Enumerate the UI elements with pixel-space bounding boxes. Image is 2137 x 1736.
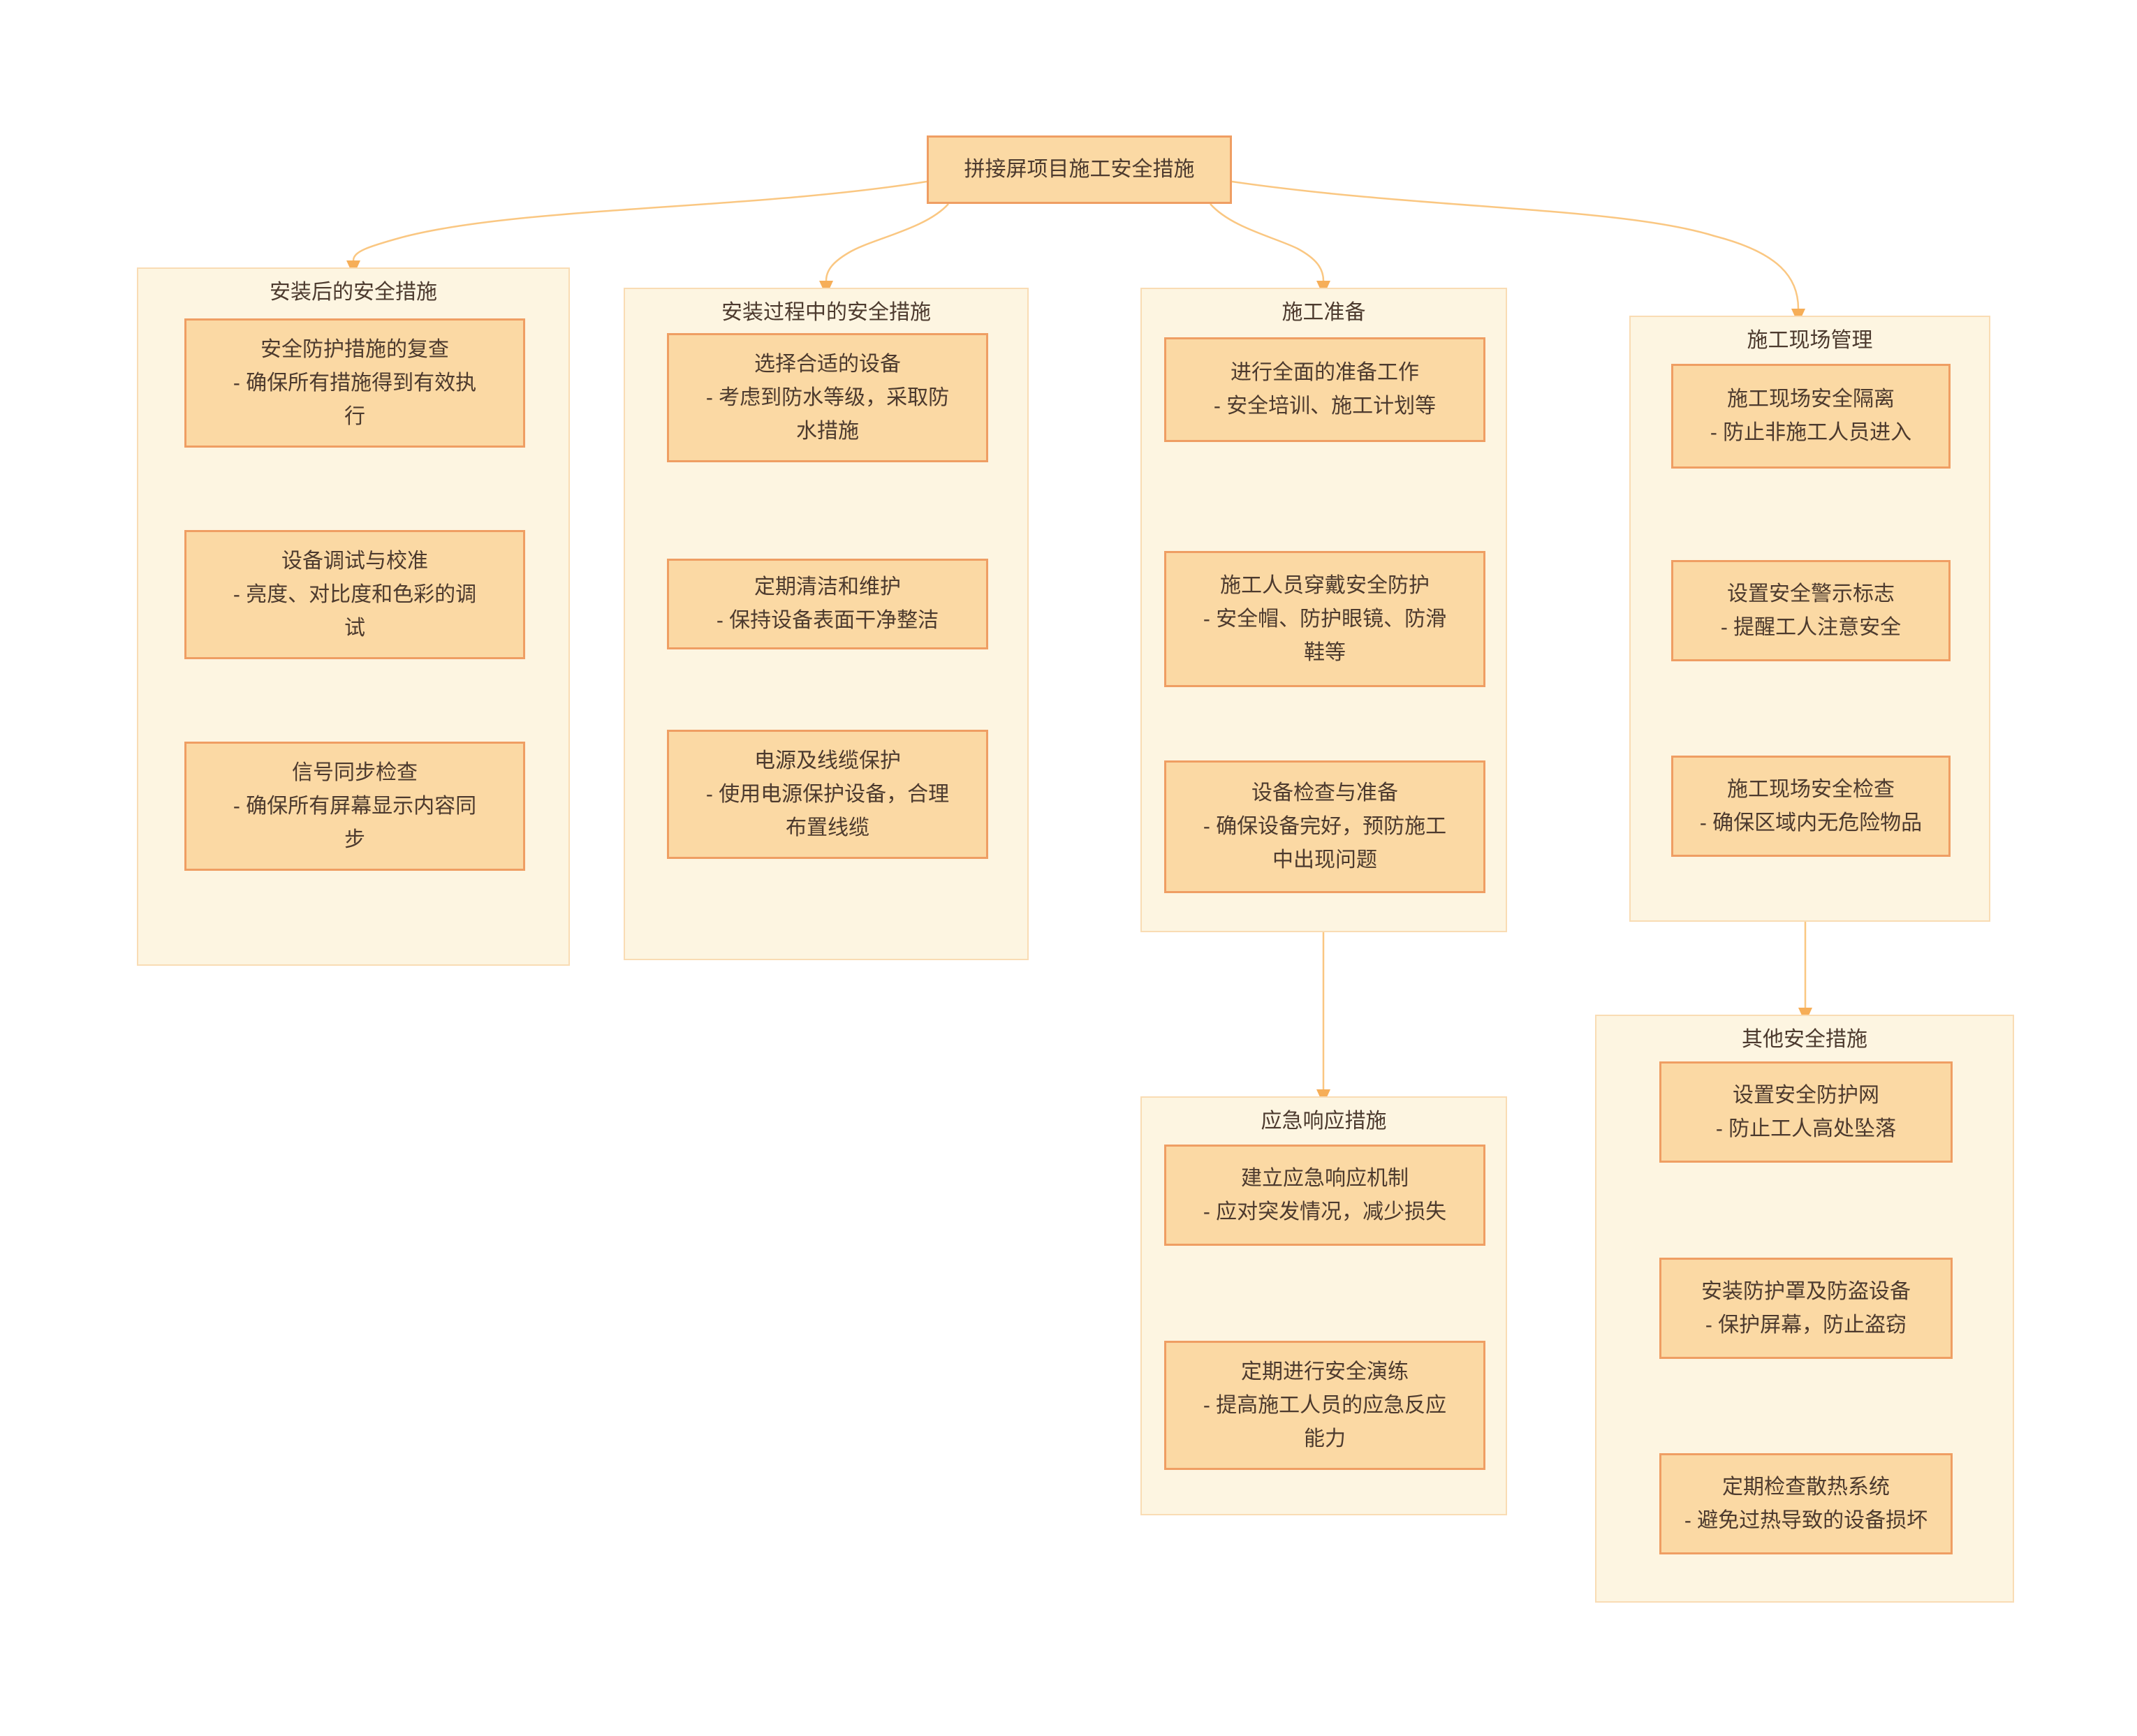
node-text: 施工现场安全检查 - 确保区域内无危险物品 bbox=[1699, 777, 1923, 834]
node-protective-gear[interactable]: 施工人员穿戴安全防护 - 安全帽、防护眼镜、防滑 鞋等 bbox=[1164, 551, 1485, 687]
node-text: 电源及线缆保护 - 使用电源保护设备，合理 布置线缆 bbox=[705, 749, 950, 839]
node-text: 定期检查散热系统 - 避免过热导致的设备损坏 bbox=[1684, 1475, 1928, 1532]
node-full-preparation[interactable]: 进行全面的准备工作 - 安全培训、施工计划等 bbox=[1164, 337, 1485, 442]
node-text: 进行全面的准备工作 - 安全培训、施工计划等 bbox=[1213, 361, 1437, 418]
group-construction-prep[interactable]: 施工准备 进行全面的准备工作 - 安全培训、施工计划等 施工人员穿戴安全防护 -… bbox=[1140, 288, 1507, 932]
node-text: 定期清洁和维护 - 保持设备表面干净整洁 bbox=[716, 575, 939, 632]
root-label: 拼接屏项目施工安全措施 bbox=[964, 158, 1195, 181]
edge-root-to-group2 bbox=[825, 203, 949, 281]
node-choose-equipment[interactable]: 选择合适的设备 - 考虑到防水等级，采取防 水措施 bbox=[667, 333, 988, 462]
node-text: 建立应急响应机制 - 应对突发情况，减少损失 bbox=[1203, 1166, 1447, 1223]
node-text: 安全防护措施的复查 - 确保所有措施得到有效执 行 bbox=[233, 337, 477, 428]
node-signal-sync-check[interactable]: 信号同步检查 - 确保所有屏幕显示内容同 步 bbox=[184, 742, 525, 871]
node-equipment-inspection[interactable]: 设备检查与准备 - 确保设备完好，预防施工 中出现问题 bbox=[1164, 760, 1485, 893]
node-emergency-mechanism[interactable]: 建立应急响应机制 - 应对突发情况，减少损失 bbox=[1164, 1145, 1485, 1246]
group-during-install[interactable]: 安装过程中的安全措施 选择合适的设备 - 考虑到防水等级，采取防 水措施 定期清… bbox=[624, 288, 1029, 960]
connector-lines bbox=[352, 180, 1810, 1438]
node-safety-drills[interactable]: 定期进行安全演练 - 提高施工人员的应急反应 能力 bbox=[1164, 1341, 1485, 1470]
node-text: 设备调试与校准 - 亮度、对比度和色彩的调 试 bbox=[233, 549, 477, 640]
node-text: 信号同步检查 - 确保所有屏幕显示内容同 步 bbox=[233, 760, 477, 851]
node-device-calibration[interactable]: 设备调试与校准 - 亮度、对比度和色彩的调 试 bbox=[184, 530, 525, 659]
group-title-emergency-response: 应急响应措施 bbox=[1261, 1110, 1387, 1133]
node-text: 安装防护罩及防盗设备 - 保护屏幕，防止盗窃 bbox=[1701, 1279, 1911, 1337]
node-site-safety-check[interactable]: 施工现场安全检查 - 确保区域内无危险物品 bbox=[1671, 756, 1951, 857]
group-other-measures[interactable]: 其他安全措施 设置安全防护网 - 防止工人高处坠落 安装防护罩及防盗设备 - 保… bbox=[1595, 1015, 2014, 1603]
node-root[interactable]: 拼接屏项目施工安全措施 bbox=[927, 135, 1232, 204]
node-text: 设置安全防护网 - 防止工人高处坠落 bbox=[1715, 1083, 1897, 1140]
node-text: 选择合适的设备 - 考虑到防水等级，采取防 水措施 bbox=[705, 352, 950, 443]
group-title-post-install: 安装后的安全措施 bbox=[270, 281, 437, 304]
node-text: 设置安全警示标志 - 提醒工人注意安全 bbox=[1720, 582, 1902, 639]
node-site-isolation[interactable]: 施工现场安全隔离 - 防止非施工人员进入 bbox=[1671, 364, 1951, 469]
group-site-management[interactable]: 施工现场管理 施工现场安全隔离 - 防止非施工人员进入 设置安全警示标志 - 提… bbox=[1629, 316, 1990, 922]
group-title-during-install: 安装过程中的安全措施 bbox=[721, 301, 931, 324]
node-protective-cover[interactable]: 安装防护罩及防盗设备 - 保护屏幕，防止盗窃 bbox=[1659, 1258, 1953, 1359]
node-text: 施工现场安全隔离 - 防止非施工人员进入 bbox=[1710, 388, 1912, 444]
node-text: 定期进行安全演练 - 提高施工人员的应急反应 能力 bbox=[1203, 1360, 1447, 1450]
edge-root-to-group1 bbox=[352, 180, 927, 261]
node-warning-signs[interactable]: 设置安全警示标志 - 提醒工人注意安全 bbox=[1671, 560, 1951, 661]
node-cooling-system-check[interactable]: 定期检查散热系统 - 避免过热导致的设备损坏 bbox=[1659, 1453, 1953, 1554]
node-text: 施工人员穿戴安全防护 - 安全帽、防护眼镜、防滑 鞋等 bbox=[1203, 573, 1447, 664]
group-emergency-response[interactable]: 应急响应措施 建立应急响应机制 - 应对突发情况，减少损失 定期进行安全演练 -… bbox=[1140, 1096, 1507, 1515]
group-title-other-measures: 其他安全措施 bbox=[1742, 1028, 1867, 1051]
node-power-cable-protection[interactable]: 电源及线缆保护 - 使用电源保护设备，合理 布置线缆 bbox=[667, 730, 988, 859]
group-title-construction-prep: 施工准备 bbox=[1282, 301, 1366, 324]
group-title-site-management: 施工现场管理 bbox=[1747, 329, 1873, 352]
node-safety-recheck[interactable]: 安全防护措施的复查 - 确保所有措施得到有效执 行 bbox=[184, 318, 525, 448]
group-post-install[interactable]: 安装后的安全措施 安全防护措施的复查 - 确保所有措施得到有效执 行 设备调试与… bbox=[137, 267, 570, 966]
node-safety-net[interactable]: 设置安全防护网 - 防止工人高处坠落 bbox=[1659, 1061, 1953, 1163]
edge-root-to-group3 bbox=[1210, 203, 1325, 281]
node-regular-cleaning[interactable]: 定期清洁和维护 - 保持设备表面干净整洁 bbox=[667, 559, 988, 649]
node-text: 设备检查与准备 - 确保设备完好，预防施工 中出现问题 bbox=[1203, 781, 1447, 871]
